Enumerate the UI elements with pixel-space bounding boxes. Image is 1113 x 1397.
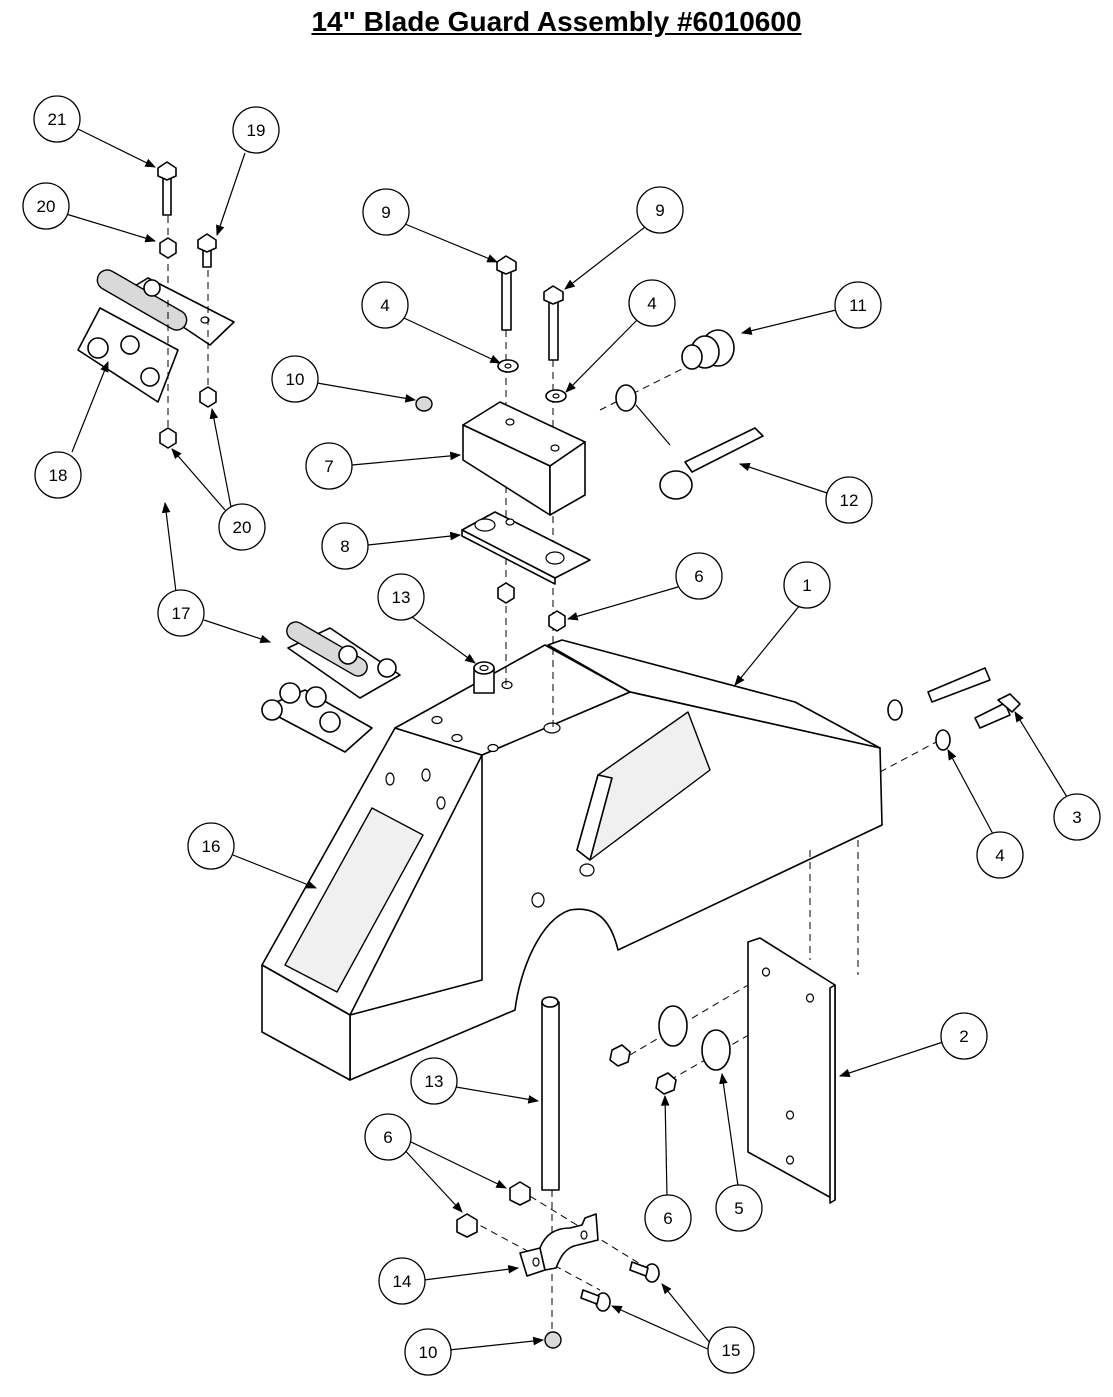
callout-14: 14 [378, 1257, 426, 1305]
callout-label: 2 [959, 1027, 968, 1046]
callout-label: 12 [840, 491, 859, 510]
callout-4: 4 [361, 281, 409, 329]
callout-1: 1 [783, 561, 831, 609]
callout-5: 5 [715, 1184, 763, 1232]
callout-label: 5 [734, 1199, 743, 1218]
callout-label: 18 [49, 466, 68, 485]
callout-9: 9 [636, 186, 684, 234]
callout-label: 21 [48, 110, 67, 129]
callout-13: 13 [377, 573, 425, 621]
callout-label: 17 [172, 604, 191, 623]
hinge-lower [261, 621, 401, 753]
callout-6: 6 [675, 552, 723, 600]
callout-18: 18 [34, 451, 82, 499]
callout-6: 6 [364, 1113, 412, 1161]
callout-label: 9 [655, 201, 664, 220]
callout-8: 8 [321, 522, 369, 570]
callout-9: 9 [362, 188, 410, 236]
bracket [519, 1213, 599, 1277]
callout-20: 20 [218, 503, 266, 551]
callout-12: 12 [825, 476, 873, 524]
callout-label: 9 [381, 203, 390, 222]
callout-11: 11 [834, 281, 882, 329]
callout-label: 10 [419, 1343, 438, 1362]
callout-label: 16 [202, 837, 221, 856]
side-bolts [887, 667, 1021, 751]
mount-block [462, 401, 586, 516]
callout-label: 11 [849, 296, 867, 315]
callout-label: 13 [425, 1072, 444, 1091]
callout-label: 1 [802, 576, 811, 595]
callout-10: 10 [271, 355, 319, 403]
callout-7: 7 [305, 442, 353, 490]
callout-label: 20 [37, 197, 56, 216]
callout-label: 20 [233, 518, 252, 537]
callout-16: 16 [187, 822, 235, 870]
callout-label: 4 [380, 296, 389, 315]
callout-20: 20 [22, 182, 70, 230]
callout-label: 6 [663, 1209, 672, 1228]
bolts-9 [496, 255, 564, 361]
callout-2: 2 [940, 1012, 988, 1060]
callout-label: 4 [995, 846, 1004, 865]
callout-label: 6 [694, 567, 703, 586]
callout-label: 4 [647, 294, 656, 313]
fitting [681, 329, 735, 370]
callout-10: 10 [404, 1328, 452, 1376]
callout-label: 13 [392, 588, 411, 607]
callout-4: 4 [628, 279, 676, 327]
callout-4: 4 [976, 831, 1024, 879]
callout-label: 15 [722, 1341, 741, 1360]
callout-21: 21 [33, 95, 81, 143]
callout-label: 10 [286, 370, 305, 389]
callout-19: 19 [232, 106, 280, 154]
callout-13: 13 [410, 1057, 458, 1105]
callout-label: 14 [393, 1272, 412, 1291]
page-title: 14" Blade Guard Assembly #6010600 [311, 6, 802, 37]
blade-guard-body [261, 639, 883, 1081]
callout-label: 8 [340, 537, 349, 556]
callout-label: 19 [247, 121, 266, 140]
callout-label: 7 [324, 457, 333, 476]
spacer-long [541, 996, 560, 1191]
spacer-top [473, 661, 495, 694]
callout-label: 6 [383, 1128, 392, 1147]
spacer-plate [461, 511, 591, 585]
callout-6: 6 [644, 1194, 692, 1242]
hinge-upper [77, 269, 235, 403]
callout-3: 3 [1053, 793, 1101, 841]
callout-label: 3 [1072, 808, 1081, 827]
callout-17: 17 [157, 589, 205, 637]
side-plate [747, 937, 836, 1204]
hitch-pin [615, 384, 764, 500]
callout-15: 15 [707, 1326, 755, 1374]
leader-lines [65, 127, 1068, 1351]
